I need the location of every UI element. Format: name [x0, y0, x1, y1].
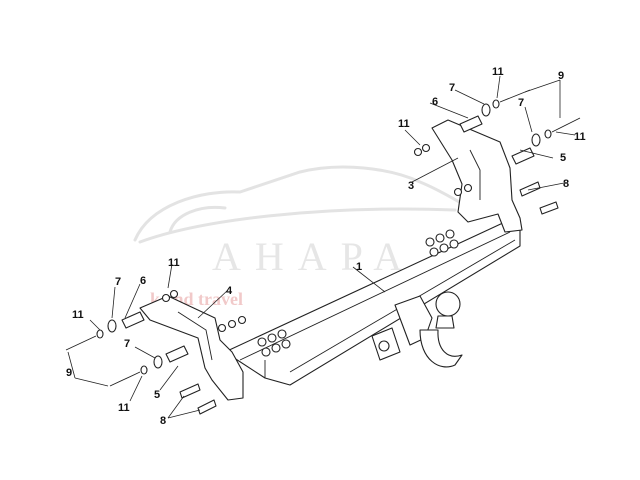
label-8-right: 8: [563, 178, 569, 190]
label-9-left: 9: [66, 367, 72, 379]
watermark-brand: AHAPA: [212, 234, 416, 279]
label-7-left-top: 7: [115, 276, 121, 288]
label-7-right-side: 7: [518, 97, 524, 109]
lower-left-fasteners: [65, 311, 217, 415]
label-11-left-top: 11: [168, 257, 180, 269]
right-bracket: [431, 119, 523, 233]
label-8-left: 8: [160, 415, 166, 427]
label-1: 1: [356, 261, 362, 273]
label-5-left: 5: [154, 389, 160, 401]
label-5-right: 5: [560, 152, 566, 164]
label-7-right-top: 7: [449, 82, 455, 94]
watermark-car-logo: [133, 165, 472, 244]
label-11-right-side: 11: [574, 131, 586, 143]
label-3: 3: [408, 180, 414, 192]
label-4: 4: [226, 285, 233, 297]
label-6-left: 6: [140, 275, 146, 287]
label-7-left-lower: 7: [124, 338, 130, 350]
tow-ball-hitch: [371, 291, 463, 368]
left-bracket: [139, 295, 244, 401]
label-11-left-side: 11: [72, 309, 84, 321]
label-9-right: 9: [558, 70, 564, 82]
label-11-left-lower: 11: [118, 402, 130, 414]
leader-lines: [67, 75, 576, 419]
part-labels: 1 4 3 5 8 9 6 7 11 11 11 7 7 6 11 11 9 7…: [66, 66, 586, 427]
label-6-right: 6: [432, 96, 438, 108]
label-11-right-upper: 11: [398, 118, 410, 130]
label-11-right-top: 11: [492, 66, 504, 78]
beam-fasteners: [161, 143, 473, 357]
